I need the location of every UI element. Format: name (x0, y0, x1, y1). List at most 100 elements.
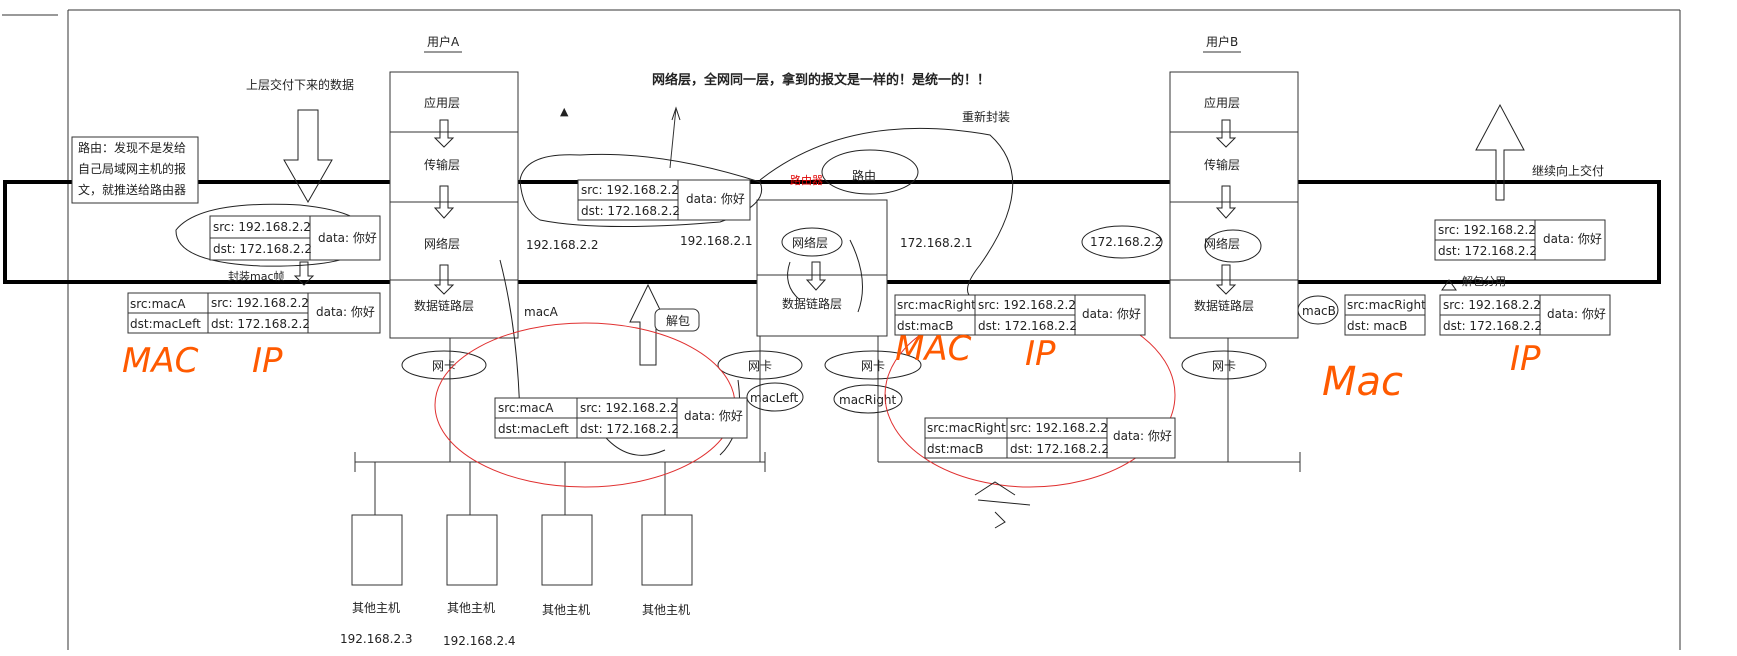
userB-layer-transport: 传输层 (1204, 157, 1240, 172)
packet-data: data: 你好 (686, 192, 745, 206)
network-layer-note: 网络层，全网同一层，拿到的报文是一样的！是统一的！！ (652, 72, 990, 88)
router-left-nic: 网卡 (748, 359, 772, 373)
userA-layer-datalink: 数据链路层 (414, 298, 474, 313)
other-host-label: 其他主机 (447, 601, 495, 615)
arrow-down-icon (433, 185, 455, 219)
other-host-box (641, 514, 693, 586)
packet-src-ip: src: 192.168.2.2 (1443, 298, 1541, 312)
encap-mac-note: 封装mac帧 (228, 269, 285, 283)
userA-layer-network: 网络层 (424, 236, 460, 251)
packet-data: data: 你好 (318, 231, 377, 245)
router-box (756, 199, 888, 337)
routing-label: 路由 (852, 168, 876, 183)
packet-src-ip: src: 192.168.2.2 (1010, 421, 1108, 435)
frame-dst-mac: dst:macLeft (130, 317, 201, 331)
arrow-down-icon (293, 261, 315, 286)
packet-dst-ip: dst: 172.168.2.2 (1443, 319, 1542, 333)
reencap-note: 重新封装 (962, 109, 1010, 124)
arrow-down-icon (805, 261, 827, 291)
packet-dst-ip: dst: 172.168.2.2 (581, 204, 680, 218)
userB-layer-datalink: 数据链路层 (1194, 298, 1254, 313)
other-host-label: 其他主机 (542, 603, 590, 617)
packet-src-ip: src: 192.168.2.2 (580, 401, 678, 415)
handwritten-mac: Mac (1322, 359, 1403, 405)
packet-src-ip: src: 192.168.2.2 (978, 298, 1076, 312)
userB-title: 用户B (1206, 34, 1238, 49)
mac-frame: src:macA dst:macLeft src: 192.168.2.2 ds… (494, 397, 748, 439)
router-right-ip: 172.168.2.1 (900, 236, 973, 250)
mac-frame: src:macRight dst:macB src: 192.168.2.2 d… (894, 294, 1146, 336)
packet-dst-ip: dst: 172.168.2.2 (978, 319, 1077, 333)
userB-layer-network: 网络层 (1204, 236, 1240, 251)
packet-data: data: 你好 (1082, 307, 1141, 321)
handwritten-mac: MAC (122, 341, 199, 381)
svg-text:▲: ▲ (560, 105, 569, 118)
frame-dst-mac: dst:macLeft (498, 422, 569, 436)
userA-ip: 192.168.2.2 (526, 238, 599, 252)
routing-note-line: 路由：发现不是发给 (78, 140, 186, 155)
userB-ip: 172.168.2.2 (1090, 235, 1163, 249)
big-arrow-up-icon (629, 283, 667, 366)
userA-mac: macA (524, 305, 559, 319)
userA-title: 用户A (427, 34, 460, 49)
packet-dst-ip: dst: 172.168.2.2 (1438, 244, 1537, 258)
packet-data: data: 你好 (1547, 307, 1606, 321)
small-arrow-up-icon (1441, 279, 1457, 291)
other-host-box (541, 514, 593, 586)
mac-frame: macB src:macRight dst: macB src: 192.168… (1297, 294, 1611, 336)
routing-note-box (71, 136, 199, 204)
other-host-ip: 192.168.2.3 (340, 632, 413, 646)
router-left-mac: macLeft (750, 391, 799, 405)
router-right-nic: 网卡 (861, 359, 885, 373)
frame-src-mac: src:macRight (927, 421, 1006, 435)
arrow-down-icon (433, 119, 455, 148)
big-arrow-up-icon (1475, 103, 1525, 201)
upper-data-note: 上层交付下来的数据 (246, 77, 354, 92)
unpack-note: 解包 (666, 314, 690, 328)
frame-dst-mac: dst:macB (927, 442, 984, 456)
packet-src-ip: src: 192.168.2.2 (213, 220, 311, 234)
continue-up-note: 继续向上交付 (1532, 163, 1604, 178)
frame-dst-mac: dst:macB (897, 319, 954, 333)
other-host-label: 其他主机 (642, 603, 690, 617)
userB-nic-oval (1181, 350, 1267, 380)
routing-note-line: 自己局域网主机的报 (78, 161, 186, 176)
unpack-share-note: 解包分用 (1462, 274, 1506, 288)
arrow-down-icon (433, 264, 455, 295)
router-left-ip: 192.168.2.1 (680, 234, 753, 248)
ip-packet: src: 192.168.2.2 dst: 172.168.2.2 data: … (209, 215, 381, 261)
userB-nic: 网卡 (1212, 359, 1236, 373)
other-host-box (446, 514, 498, 586)
router-label: 路由器 (790, 173, 823, 187)
packet-src-ip: src: 192.168.2.2 (1438, 223, 1536, 237)
macB-label: macB (1302, 304, 1336, 318)
userA-layer-transport: 传输层 (424, 157, 460, 172)
router-right-mac: macRight (839, 393, 897, 407)
frame-src-mac: src:macA (498, 401, 554, 415)
userB-layer-app: 应用层 (1204, 95, 1240, 110)
arrow-down-icon (1215, 185, 1237, 219)
mac-frame: src:macRight dst:macB src: 192.168.2.2 d… (924, 417, 1176, 459)
router-left-nic-oval (717, 350, 803, 380)
router-layer-network: 网络层 (792, 235, 828, 250)
userA-nic-oval (401, 350, 487, 380)
packet-src-ip: src: 192.168.2.2 (211, 296, 309, 310)
handwritten-ip: IP (252, 341, 283, 381)
packet-data: data: 你好 (1543, 232, 1602, 246)
handwritten-ip: IP (1510, 339, 1541, 379)
other-host-ip: 192.168.2.4 (443, 634, 516, 648)
routing-note-line: 文，就推送给路由器 (78, 182, 186, 197)
big-arrow-down-icon (283, 109, 333, 204)
arrow-down-icon (1215, 119, 1237, 148)
packet-data: data: 你好 (1113, 429, 1172, 443)
packet-dst-ip: dst: 172.168.2.2 (580, 422, 679, 436)
ip-packet: src: 192.168.2.2 dst: 172.168.2.2 data: … (1434, 219, 1606, 261)
other-host-label: 其他主机 (352, 601, 400, 615)
packet-data: data: 你好 (684, 409, 743, 423)
userB-stack (1169, 71, 1299, 339)
frame-src-mac: src:macRight (1347, 298, 1426, 312)
frame-src-mac: src:macA (130, 297, 186, 311)
router-layer-datalink: 数据链路层 (782, 296, 842, 311)
mac-frame: src:macA dst:macLeft src: 192.168.2.2 ds… (127, 292, 381, 334)
router-right-nic-oval (824, 350, 922, 380)
